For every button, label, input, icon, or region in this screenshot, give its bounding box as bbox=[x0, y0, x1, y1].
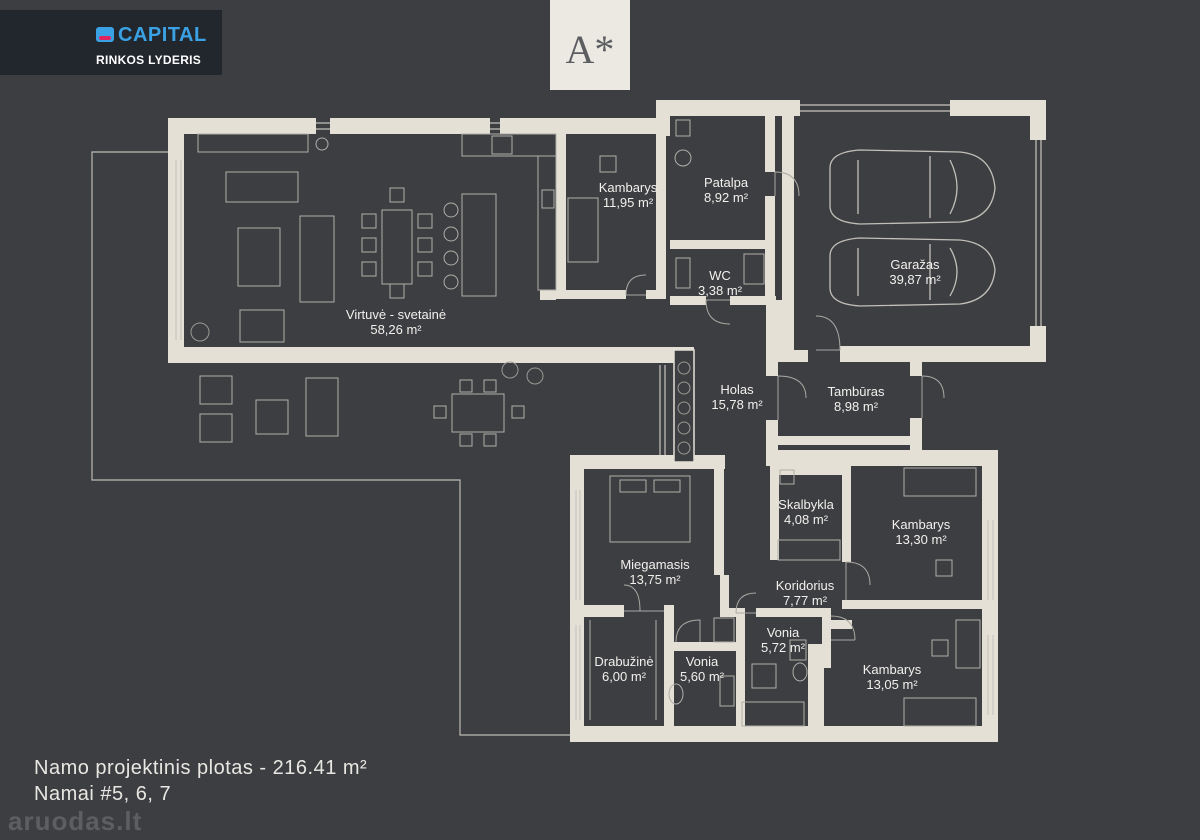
room-area: 4,08 m² bbox=[783, 512, 829, 527]
room-area: 15,78 m² bbox=[711, 397, 763, 412]
room-area: 6,00 m² bbox=[601, 669, 647, 684]
room-label-koridorius: Koridorius 7,77 m² bbox=[776, 578, 835, 608]
cars bbox=[829, 149, 996, 307]
planter-column bbox=[673, 349, 695, 463]
logo-brand: CAPITAL bbox=[118, 24, 207, 46]
developer-logo-tile: A* bbox=[550, 0, 630, 90]
room-label-holas: Holas 15,78 m² bbox=[711, 382, 762, 412]
room-label-patalpa: Patalpa 8,92 m² bbox=[704, 175, 748, 205]
room-name: Patalpa bbox=[703, 175, 749, 190]
room-area: 8,92 m² bbox=[703, 190, 749, 205]
room-label-miegamasis: Miegamasis 13,75 m² bbox=[620, 557, 689, 587]
room-name: Koridorius bbox=[775, 578, 835, 593]
site-watermark: aruodas.lt bbox=[8, 806, 143, 836]
room-label-virtuve-svetaine: Virtuvė - svetainė 58,26 m² bbox=[346, 307, 446, 337]
plants bbox=[190, 322, 691, 455]
room-name: Kambarys bbox=[598, 180, 658, 195]
room-area: 8,98 m² bbox=[833, 399, 879, 414]
room-label-tamburas: Tambūras 8,98 m² bbox=[827, 384, 884, 414]
room-area: 13,75 m² bbox=[629, 572, 681, 587]
room-name: Vonia bbox=[685, 654, 719, 669]
room-label-drabuzine: Drabužinė 6,00 m² bbox=[594, 654, 653, 684]
room-name: Kambarys bbox=[891, 517, 951, 532]
room-label-vonia-2: Vonia 5,60 m² bbox=[680, 654, 724, 684]
room-area: 58,26 m² bbox=[370, 322, 422, 337]
capital-logo[interactable]: CAPITAL RINKOS LYDERIS bbox=[0, 10, 222, 75]
room-label-skalbykla: Skalbykla 4,08 m² bbox=[778, 497, 834, 527]
capital-logo-icon bbox=[96, 27, 114, 42]
room-name: WC bbox=[709, 268, 731, 283]
room-name: Drabužinė bbox=[594, 654, 654, 669]
room-name: Garažas bbox=[890, 257, 940, 272]
developer-logo-mark: A* bbox=[565, 27, 615, 72]
room-area: 7,77 m² bbox=[782, 593, 828, 608]
room-label-kambarys-3: Kambarys 13,05 m² bbox=[863, 662, 922, 692]
room-name: Holas bbox=[720, 382, 754, 397]
houses-caption: Namai #5, 6, 7 bbox=[34, 783, 172, 805]
terrace-outline bbox=[91, 151, 570, 736]
room-name: Miegamasis bbox=[620, 557, 690, 572]
room-label-wc: WC 3,38 m² bbox=[698, 268, 742, 298]
room-label-vonia-1: Vonia 5,72 m² bbox=[761, 625, 805, 655]
doors bbox=[623, 171, 945, 643]
room-name: Tambūras bbox=[827, 384, 885, 399]
furniture bbox=[197, 119, 981, 727]
room-name: Skalbykla bbox=[778, 497, 834, 512]
room-area: 13,05 m² bbox=[866, 677, 918, 692]
room-name: Kambarys bbox=[862, 662, 922, 677]
room-label-kambarys-2: Kambarys 13,30 m² bbox=[892, 517, 951, 547]
room-area: 5,72 m² bbox=[760, 640, 806, 655]
room-area: 11,95 m² bbox=[602, 195, 654, 210]
room-area: 13,30 m² bbox=[895, 532, 947, 547]
total-area-caption: Namo projektinis plotas - 216.41 m² bbox=[34, 757, 368, 779]
room-area: 3,38 m² bbox=[697, 283, 743, 298]
room-area: 5,60 m² bbox=[679, 669, 725, 684]
room-name: Virtuvė - svetainė bbox=[345, 307, 447, 322]
room-label-garazas: Garažas 39,87 m² bbox=[889, 257, 940, 287]
logo-tagline: RINKOS LYDERIS bbox=[96, 53, 202, 67]
room-name: Vonia bbox=[766, 625, 800, 640]
room-area: 39,87 m² bbox=[889, 272, 941, 287]
window-lines bbox=[175, 104, 1042, 720]
room-label-kambarys-1: Kambarys 11,95 m² bbox=[599, 180, 658, 210]
